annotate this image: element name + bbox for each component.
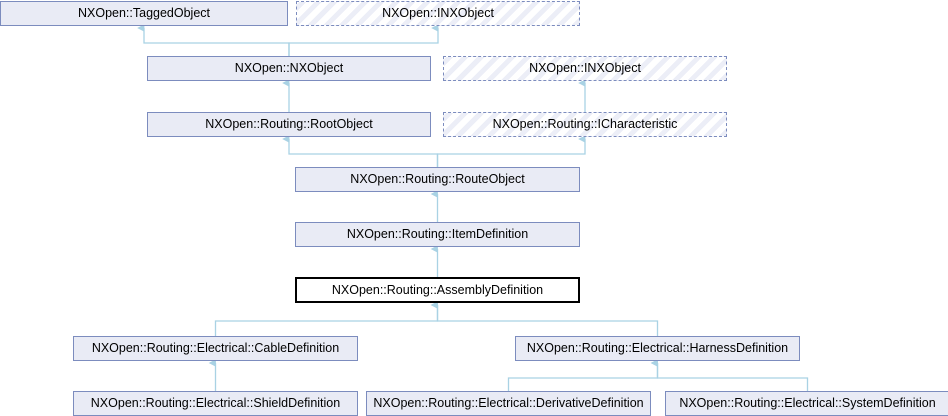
class-node-icharacteristic[interactable]: NXOpen::Routing::ICharacteristic [443, 112, 727, 137]
class-node-label: NXOpen::Routing::Electrical::HarnessDefi… [526, 341, 789, 356]
class-node-itemdefinition[interactable]: NXOpen::Routing::ItemDefinition [295, 222, 580, 247]
class-node-label: NXOpen::Routing::Electrical::SystemDefin… [679, 396, 936, 411]
class-node-label: NXOpen::Routing::ItemDefinition [346, 227, 529, 242]
class-node-label: NXOpen::Routing::RouteObject [350, 172, 525, 187]
class-node-systemdefinition[interactable]: NXOpen::Routing::Electrical::SystemDefin… [665, 391, 948, 416]
class-node-label: NXOpen::Routing::AssemblyDefinition [331, 282, 544, 297]
class-node-routeobject[interactable]: NXOpen::Routing::RouteObject [295, 167, 580, 192]
class-node-taggedobject[interactable]: NXOpen::TaggedObject [0, 1, 288, 26]
class-node-derivativedefinition[interactable]: NXOpen::Routing::Electrical::DerivativeD… [366, 391, 651, 416]
class-node-label: NXOpen::INXObject [382, 6, 494, 21]
class-node-label: NXOpen::Routing::Electrical::CableDefini… [91, 341, 340, 356]
class-node-nxobject[interactable]: NXOpen::NXObject [147, 56, 431, 81]
class-node-label: NXOpen::Routing::Electrical::ShieldDefin… [90, 396, 341, 411]
class-node-inxobject-2[interactable]: NXOpen::INXObject [443, 56, 727, 81]
class-node-label: NXOpen::Routing::ICharacteristic [492, 117, 678, 132]
class-node-label: NXOpen::NXObject [234, 61, 344, 76]
class-node-assemblydefinition[interactable]: NXOpen::Routing::AssemblyDefinition [295, 277, 580, 303]
class-node-label: NXOpen::TaggedObject [77, 6, 211, 21]
class-node-label: NXOpen::Routing::Electrical::DerivativeD… [373, 396, 644, 411]
class-node-label: NXOpen::Routing::RootObject [205, 117, 373, 132]
class-node-rootobject[interactable]: NXOpen::Routing::RootObject [147, 112, 431, 137]
class-node-label: NXOpen::INXObject [529, 61, 641, 76]
class-node-harnessdefinition[interactable]: NXOpen::Routing::Electrical::HarnessDefi… [515, 336, 800, 361]
class-node-inxobject-1[interactable]: NXOpen::INXObject [296, 1, 580, 26]
class-node-shielddefinition[interactable]: NXOpen::Routing::Electrical::ShieldDefin… [73, 391, 358, 416]
class-node-cabledefinition[interactable]: NXOpen::Routing::Electrical::CableDefini… [73, 336, 358, 361]
